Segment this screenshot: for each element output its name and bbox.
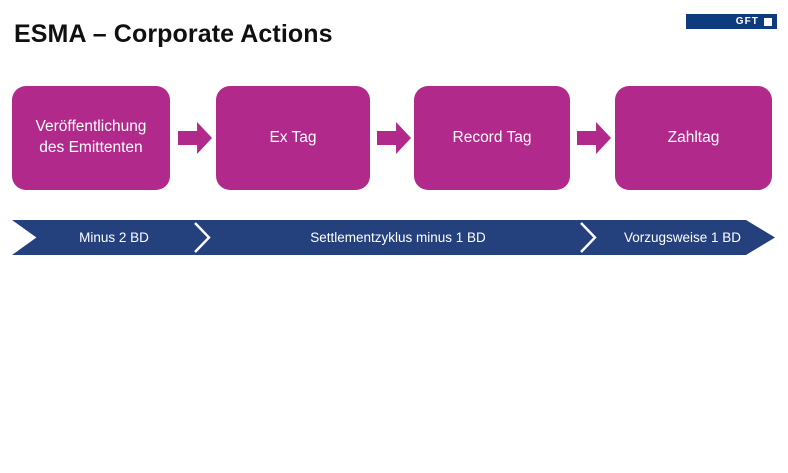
chevron-divider-icon-1: [190, 220, 214, 255]
process-flow: Veröffentlichung des Emittenten Ex Tag R…: [0, 86, 788, 190]
timeline-segment-3[interactable]: Vorzugsweise 1 BD: [600, 220, 765, 255]
timeline-segment-2[interactable]: Settlementzyklus minus 1 BD: [214, 220, 582, 255]
gft-logo: GFT: [686, 14, 777, 29]
timeline-segment-2-label: Settlementzyklus minus 1 BD: [310, 230, 486, 245]
process-step-3[interactable]: Record Tag: [414, 86, 570, 190]
timeline-segment-1[interactable]: Minus 2 BD: [26, 220, 202, 255]
timeline-segment-1-label: Minus 2 BD: [79, 230, 149, 245]
right-arrow-icon-3: [577, 122, 611, 154]
timeline-bar: Minus 2 BD Settlementzyklus minus 1 BD V…: [12, 220, 775, 255]
process-step-1-label: Veröffentlichung des Emittenten: [35, 118, 147, 156]
process-step-3-label: Record Tag: [452, 128, 532, 146]
right-arrow-icon-1: [178, 122, 212, 154]
process-step-4[interactable]: Zahltag: [615, 86, 772, 190]
process-step-2[interactable]: Ex Tag: [216, 86, 370, 190]
process-step-4-label: Zahltag: [667, 128, 720, 146]
process-step-2-label: Ex Tag: [269, 128, 317, 146]
page-title: ESMA – Corporate Actions: [14, 20, 333, 48]
gft-logo-text: GFT: [735, 15, 759, 27]
process-step-1[interactable]: Veröffentlichung des Emittenten: [12, 86, 170, 190]
timeline-bar-shape: [12, 220, 775, 255]
chevron-divider-icon-2: [576, 220, 600, 255]
white-square-icon: [764, 17, 772, 26]
right-arrow-icon-2: [377, 122, 411, 154]
timeline-segment-3-label: Vorzugsweise 1 BD: [623, 230, 742, 245]
